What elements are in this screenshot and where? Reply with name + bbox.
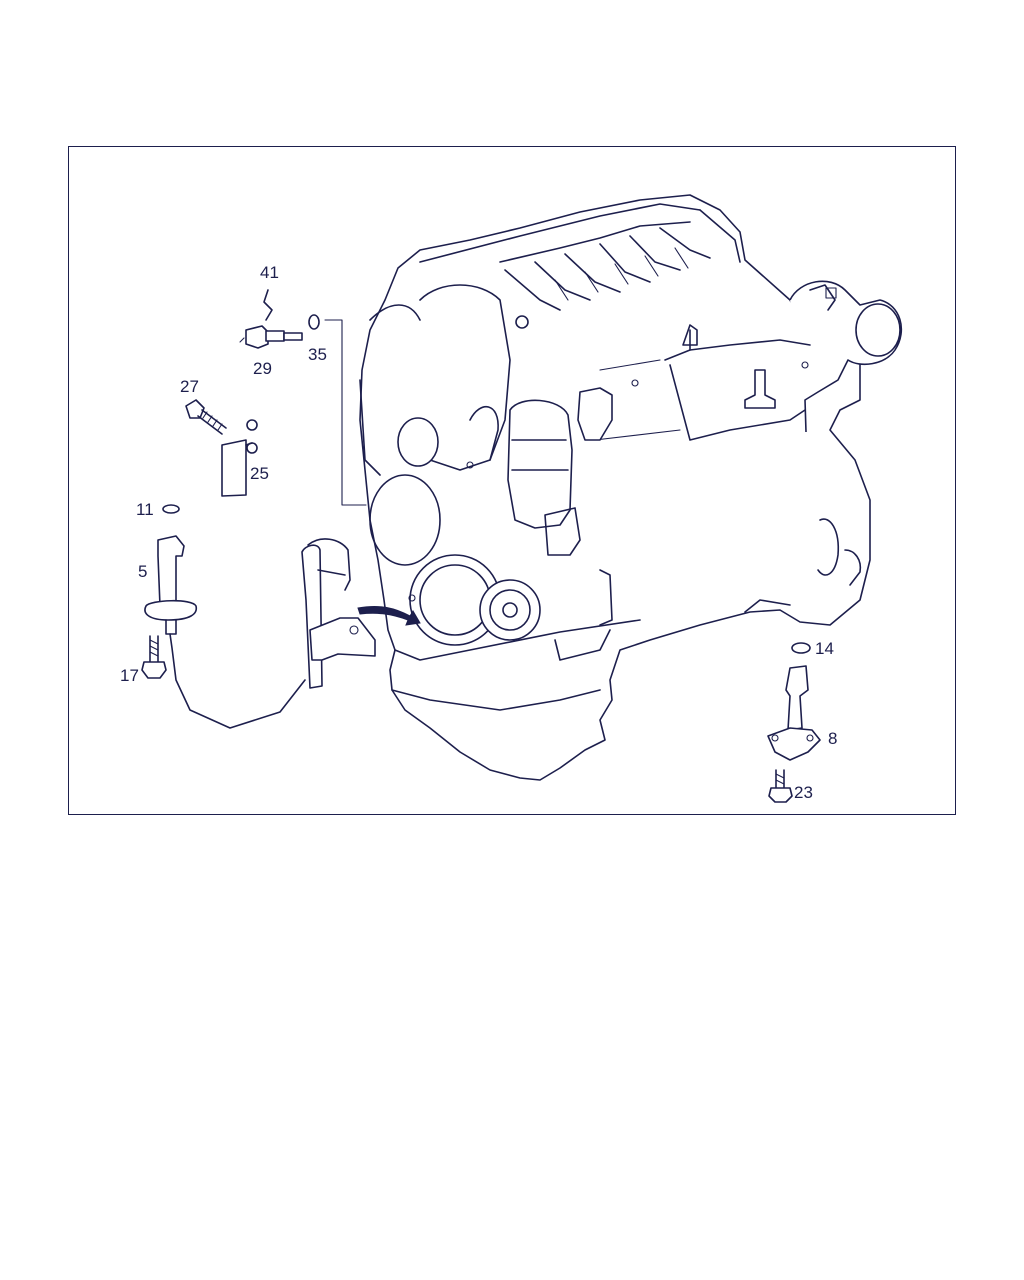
callout-25: 25 (250, 464, 269, 483)
part-23-bolt-icon (768, 769, 793, 803)
part-11-o-ring (162, 504, 180, 514)
callout-35: 35 (308, 345, 327, 364)
callout-29: 29 (253, 359, 272, 378)
part-35-seal-ring (308, 314, 320, 330)
callout-27: 27 (180, 377, 199, 396)
callout-41: 41 (260, 263, 279, 282)
callout-23: 23 (794, 783, 813, 802)
part-27-bolt-icon (185, 399, 227, 435)
callout-5: 5 (138, 562, 147, 581)
part-14-o-ring (791, 642, 811, 654)
leader-line-35 (324, 319, 367, 506)
engine-block-illustration (359, 194, 903, 781)
part-5-sensor-icon (144, 535, 306, 729)
callout-14: 14 (815, 639, 834, 658)
part-8-sensor-icon (767, 665, 821, 761)
direction-arrow-icon (357, 605, 421, 626)
part-25-bracket-icon (221, 419, 258, 497)
part-29-sensor-icon (239, 325, 303, 349)
callout-11: 11 (136, 500, 154, 519)
part-41-wire (263, 289, 273, 321)
callout-17: 17 (120, 666, 139, 685)
callout-8: 8 (828, 729, 837, 748)
part-17-bolt-icon (141, 635, 167, 679)
cable-holder-bracket (301, 538, 376, 689)
